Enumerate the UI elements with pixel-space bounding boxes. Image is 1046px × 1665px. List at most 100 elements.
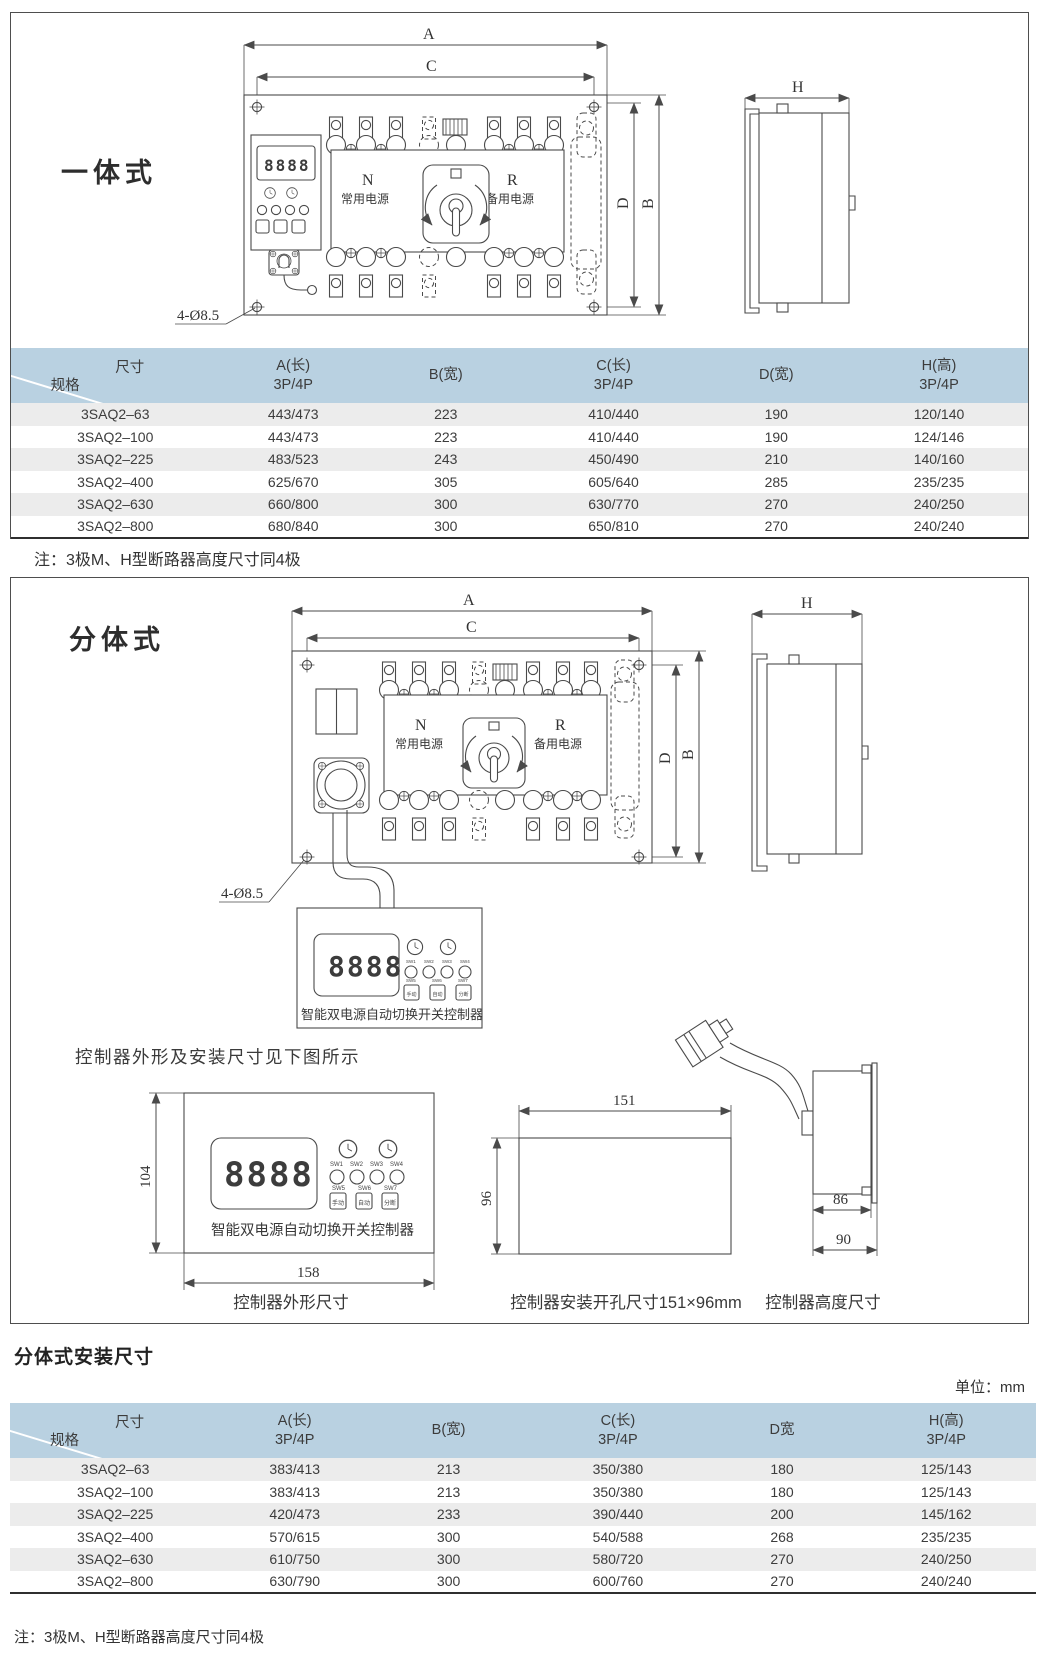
- sw3-label: SW3: [442, 959, 452, 964]
- dim-158-label: 158: [297, 1265, 320, 1281]
- corner-spec-label: 规格: [50, 378, 80, 394]
- hole-callout: 4-Ø8.5: [219, 859, 305, 903]
- dim-151-label: 151: [613, 1093, 636, 1109]
- controller-caption: 智能双电源自动切换开关控制器: [211, 1222, 414, 1239]
- cutout-drawing: 151 96: [479, 1093, 732, 1255]
- normal-power-sub: 常用电源: [395, 737, 443, 751]
- dim-B: B: [652, 650, 706, 864]
- dim-B-label: B: [680, 749, 697, 760]
- hole-callout-label: 4-Ø8.5: [177, 308, 219, 324]
- sw4-label: SW4: [390, 1162, 404, 1168]
- plug-connector: [674, 1018, 734, 1068]
- table-header-row: 尺寸 规格 A(长)3P/4P B(宽) C(长)3P/4P D(宽) H(高)…: [11, 348, 1028, 403]
- dim-B-label: B: [640, 198, 657, 209]
- corner-spec-label: 规格: [49, 1433, 79, 1449]
- dim-96-label: 96: [479, 1191, 495, 1207]
- dim-C: C: [256, 58, 595, 99]
- corner-cell: 尺寸 规格: [11, 348, 220, 403]
- caption-height: 控制器高度尺寸: [765, 1294, 881, 1312]
- breaker-assembly: N 常用电源 R 备用电源: [378, 659, 640, 841]
- sw4-label: SW4: [460, 959, 470, 964]
- sw2-label: SW2: [350, 1162, 364, 1168]
- table-header-row: 尺寸 规格 A(长)3P/4P B(宽) C(长)3P/4P D宽 H(高)3P…: [10, 1403, 1036, 1458]
- controller-display: 8888: [264, 156, 311, 175]
- col-header-b: B(宽): [369, 1403, 529, 1458]
- manual-button-label: 手动: [407, 991, 417, 998]
- integrated-section: 一体式 A C: [10, 12, 1029, 539]
- controller-display: 8888: [328, 950, 403, 983]
- integrated-drawing: A C 8888: [175, 26, 856, 325]
- reserve-power-sub: 备用电源: [534, 737, 582, 751]
- break-button-label: 分断: [459, 991, 469, 998]
- sw3-label: SW3: [370, 1162, 384, 1168]
- auto-button-label: 自动: [433, 991, 443, 998]
- sw6-label: SW6: [358, 1186, 372, 1192]
- hole-callout: 4-Ø8.5: [175, 307, 256, 325]
- col-header-a: A(长)3P/4P: [220, 1403, 370, 1458]
- dim-104-label: 104: [138, 1165, 154, 1188]
- rotary-handle: [460, 717, 528, 789]
- integrated-title: 一体式: [61, 158, 157, 188]
- break-button-label: 分断: [384, 1199, 396, 1207]
- corner-dim-label: 尺寸: [115, 1415, 145, 1431]
- corner-cell: 尺寸 规格: [10, 1403, 221, 1458]
- caption-cutout: 控制器安装开孔尺寸151×96mm: [510, 1294, 742, 1312]
- col-header-c: C(长)3P/4P: [524, 348, 703, 403]
- col-header-a: A(长)3P/4P: [219, 348, 367, 403]
- unit-label: 单位：mm: [955, 1379, 1025, 1396]
- integrated-dimension-table: 尺寸 规格 A(长)3P/4P B(宽) C(长)3P/4P D(宽) H(高)…: [11, 348, 1028, 539]
- reserve-power-label: R: [507, 172, 518, 189]
- split-title: 分体式: [69, 625, 165, 655]
- controller-outline-drawing: 8888 SW1 SW2 SW3 SW4 SW5 SW6 SW7 手动 自动 分…: [138, 1092, 435, 1290]
- external-controller: 8888 SW1 SW2 SW3 SW4 SW5 SW6 SW7 手动 自动 分…: [296, 907, 483, 1029]
- controller-caption: 智能双电源自动切换开关控制器: [301, 1007, 483, 1022]
- controller-display: 8888: [224, 1155, 314, 1195]
- dim-D: D: [652, 664, 683, 858]
- col-header-h: H(高)3P/4P: [849, 348, 1028, 403]
- col-header-h: H(高)3P/4P: [856, 1403, 1036, 1458]
- sw1-label: SW1: [330, 1162, 344, 1168]
- note-integrated: 注：3极M、H型断路器高度尺寸同4极: [34, 552, 301, 569]
- dim-C-label: C: [426, 58, 437, 75]
- col-header-c: C(长)3P/4P: [528, 1403, 708, 1458]
- split-table-area: 尺寸 规格 A(长)3P/4P B(宽) C(长)3P/4P D宽 H(高)3P…: [10, 1403, 1036, 1594]
- split-section: 分体式 A C: [10, 577, 1029, 1324]
- sw7-label: SW7: [384, 1186, 398, 1192]
- manual-button-label: 手动: [332, 1199, 344, 1207]
- integrated-controller: 8888: [250, 134, 322, 296]
- dim-H-label: H: [801, 595, 813, 612]
- flange-connector: [313, 757, 395, 908]
- side-view: H: [744, 79, 856, 314]
- dim-C-label: C: [466, 619, 477, 636]
- dim-86-label: 86: [833, 1192, 849, 1208]
- hole-callout-label: 4-Ø8.5: [221, 886, 263, 902]
- sw5-label: SW5: [406, 978, 416, 983]
- dim-90-label: 90: [836, 1232, 851, 1248]
- auto-button-label: 自动: [358, 1199, 370, 1207]
- side-view: H: [751, 595, 869, 872]
- dim-D-label: D: [657, 752, 674, 764]
- sw1-label: SW1: [406, 959, 416, 964]
- install-heading: 分体式安装尺寸: [14, 1347, 155, 1368]
- split-drawing: A C: [138, 592, 878, 1290]
- dim-D: D: [607, 102, 641, 308]
- reserve-power-sub: 备用电源: [486, 192, 534, 206]
- aux-block: [315, 688, 358, 735]
- normal-power-label: N: [415, 717, 427, 734]
- normal-power-label: N: [362, 172, 374, 189]
- vent-block: [492, 663, 518, 681]
- col-header-d: D(宽): [702, 348, 850, 403]
- normal-power-sub: 常用电源: [341, 192, 389, 206]
- vent-block: [442, 118, 468, 136]
- sw7-label: SW7: [458, 978, 468, 983]
